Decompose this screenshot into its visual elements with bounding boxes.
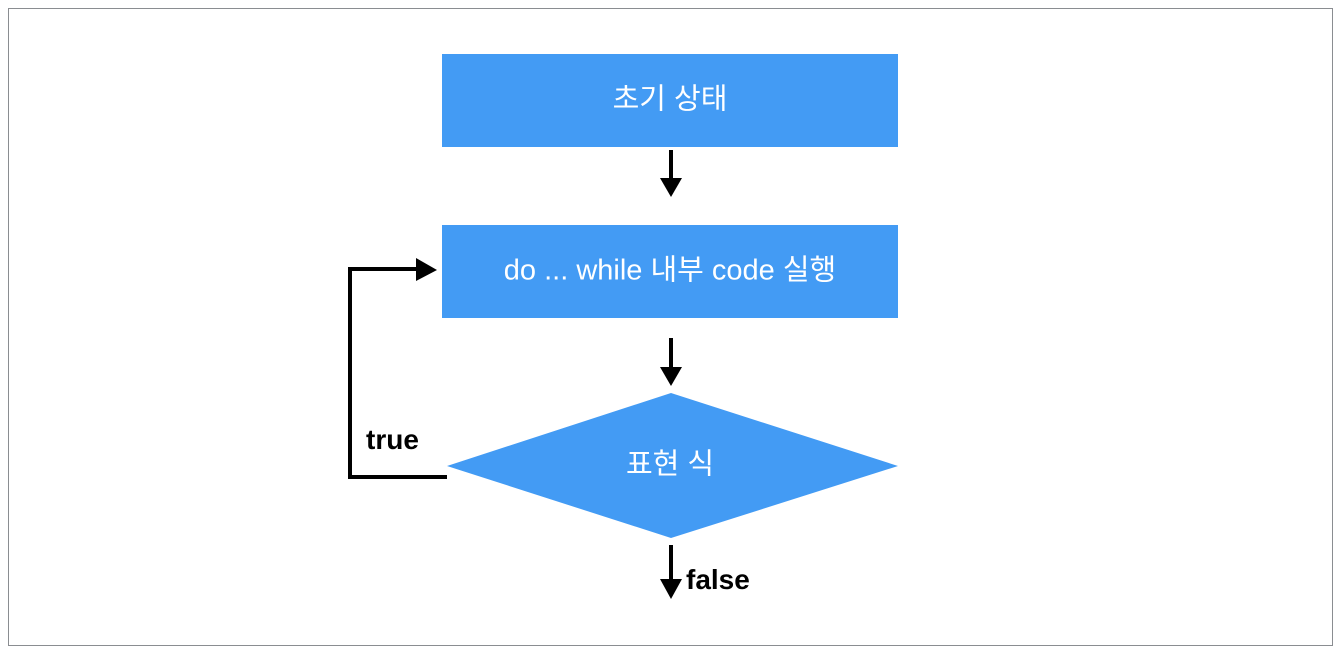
node-loop-body-shape (442, 225, 898, 318)
node-loop-body[interactable]: do ... while 내부 code 실행 (442, 225, 898, 318)
edge-initial-to-body-arrowhead (660, 178, 682, 197)
edge-condition-false-arrowhead (660, 579, 682, 599)
page-border (8, 8, 1333, 646)
edge-condition-true-arrowhead (416, 258, 437, 281)
node-loop-body-label: do ... while 내부 code 실행 (504, 254, 836, 287)
node-condition-shape (447, 393, 898, 538)
node-initial-state-label: 초기 상태 (613, 84, 728, 116)
node-initial-state[interactable]: 초기 상태 (442, 54, 898, 147)
node-condition[interactable]: 표현 식 (447, 393, 898, 538)
edge-condition-true-loopback (348, 258, 447, 479)
edge-body-to-condition-arrowhead (660, 367, 682, 386)
edge-condition-true-line (348, 267, 447, 479)
edge-body-to-condition (660, 338, 682, 386)
edge-label-false: false (686, 564, 750, 595)
edge-initial-to-body (660, 150, 682, 197)
node-initial-state-shape (442, 54, 898, 147)
node-condition-label: 표현 식 (626, 449, 714, 481)
edge-condition-false-exit (660, 545, 682, 599)
edge-label-true: true (366, 424, 419, 455)
